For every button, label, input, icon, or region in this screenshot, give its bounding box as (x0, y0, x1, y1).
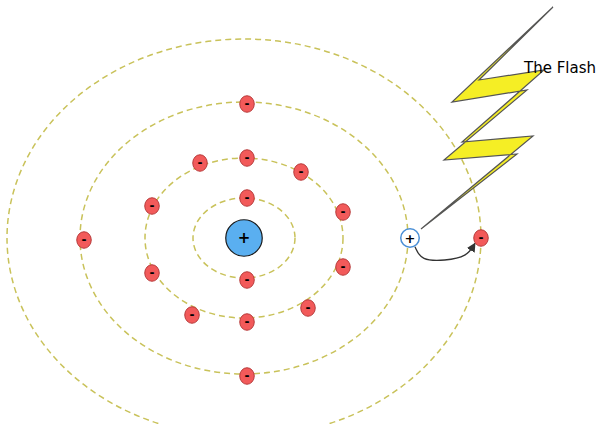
electron-shape (240, 314, 255, 331)
electron: - (76, 231, 92, 249)
electron: - (293, 163, 309, 181)
charge-sign: - (82, 234, 87, 246)
electron: - (473, 229, 489, 247)
electron-shape (336, 259, 351, 276)
lightning-bolt (421, 7, 553, 229)
charge-sign: - (306, 302, 311, 314)
charge-sign: - (245, 316, 250, 328)
charge-sign: - (150, 200, 155, 212)
electron-shape (294, 164, 309, 181)
charge-sign: - (245, 192, 250, 204)
charge-sign: + (238, 231, 251, 246)
electron-shape (240, 272, 255, 289)
callout-label: The Flash (524, 59, 596, 77)
transfer-arrow (415, 243, 475, 260)
electron-shell (193, 198, 295, 278)
electron: - (300, 299, 316, 317)
charge-sign: - (299, 166, 304, 178)
electron-shape (240, 368, 255, 385)
electron-shell (7, 39, 481, 424)
charge-sign: - (150, 267, 155, 279)
charge-sign: - (245, 274, 250, 286)
nucleus-shape (226, 220, 263, 257)
electron-shape (145, 198, 160, 215)
electron-shape (185, 307, 200, 324)
charge-sign: - (479, 232, 484, 244)
electron: - (239, 149, 255, 167)
charge-sign: - (341, 261, 346, 273)
electron: - (239, 367, 255, 385)
electron: - (239, 189, 255, 207)
electron-hole-shape (401, 229, 420, 248)
electron: - (144, 197, 160, 215)
electron-shape (474, 230, 489, 247)
electron-shape (240, 150, 255, 167)
electron-shell (80, 102, 408, 374)
electron-shape (77, 232, 92, 249)
charge-sign: + (405, 232, 416, 245)
electron: - (239, 313, 255, 331)
electron: - (184, 306, 200, 324)
electron: - (335, 203, 351, 221)
electron: - (144, 264, 160, 282)
electron-shape (240, 190, 255, 207)
electron: - (335, 258, 351, 276)
electron-shell (145, 158, 343, 318)
nucleus: + (225, 219, 263, 257)
electron: - (192, 154, 208, 172)
electron-hole: + (400, 228, 420, 248)
electron-shape (193, 155, 208, 172)
electron-shape (301, 300, 316, 317)
charge-sign: - (245, 370, 250, 382)
electron-shape (336, 204, 351, 221)
charge-sign: - (341, 206, 346, 218)
charge-sign: - (190, 309, 195, 321)
electron-shape (145, 265, 160, 282)
electron: - (239, 95, 255, 113)
charge-sign: - (245, 152, 250, 164)
charge-sign: - (245, 98, 250, 110)
charge-sign: - (198, 157, 203, 169)
electron: - (239, 271, 255, 289)
electron-shape (240, 96, 255, 113)
